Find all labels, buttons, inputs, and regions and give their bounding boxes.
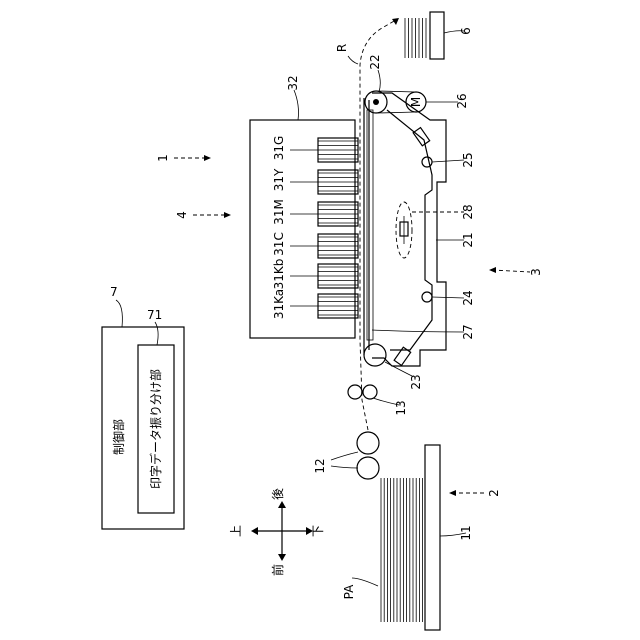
print-head-31Kb: 31Kb	[272, 259, 358, 290]
label-31Y: 31Y	[272, 168, 286, 191]
label-31G: 31G	[272, 136, 286, 161]
label-31Ka: 31Ka	[272, 289, 286, 319]
print-head-31C: 31C	[272, 232, 358, 258]
label-7: 7	[110, 285, 118, 299]
paper-sheets	[381, 478, 423, 622]
label-71: 71	[147, 308, 162, 322]
print-head-31M: 31M	[272, 199, 358, 226]
conveyor-frame	[372, 93, 446, 366]
sheet-supply-label: 2	[449, 489, 501, 497]
label-22: 22	[368, 54, 382, 69]
print-heads: 31G 31Y 31M 31C 31Kb31Ka	[272, 136, 358, 319]
paper-path	[360, 20, 396, 430]
print-head-31Ka: 31Ka	[272, 289, 358, 319]
dir-up: 上	[229, 525, 243, 537]
label-12: 12	[313, 458, 327, 473]
conveyor-unit: 22 M 26 23 25 24 21 27 28	[364, 54, 543, 389]
label-1: 1	[156, 154, 170, 162]
label-31M: 31M	[272, 199, 286, 225]
controller-box: 制御部 印字データ振り分け部 7 71	[102, 285, 184, 529]
label-2: 2	[487, 489, 501, 497]
label-32: 32	[286, 75, 300, 90]
dir-back: 後	[271, 488, 285, 500]
direction-indicator: 上 下 後 前	[229, 488, 325, 576]
label-3: 3	[529, 268, 543, 276]
paper-stack: PA 11	[342, 445, 473, 630]
dir-front: 前	[270, 564, 285, 576]
label-PA: PA	[342, 584, 356, 599]
print-unit: 32 31G 31Y 31M 31C 31Kb31Ka 4 1	[156, 75, 358, 338]
label-31Kb: 31Kb	[272, 259, 286, 290]
label-31C: 31C	[272, 232, 286, 256]
output-sheets	[405, 18, 426, 58]
motor-symbol: M	[409, 97, 423, 107]
output-tray: 6	[405, 12, 473, 59]
print-head-31Y: 31Y	[272, 168, 358, 194]
label-R: R	[335, 44, 349, 52]
label-13: 13	[394, 400, 408, 415]
print-head-31G: 31G	[272, 136, 358, 162]
label-4: 4	[175, 211, 189, 219]
label-23: 23	[409, 374, 423, 389]
print-data-distributor-text: 印字データ振り分け部	[148, 369, 163, 489]
label-26: 26	[455, 93, 469, 108]
registration-rollers: 13	[348, 385, 408, 416]
pickup-rollers: 12	[313, 432, 379, 479]
controller-title: 制御部	[111, 419, 126, 455]
dir-down: 下	[311, 525, 325, 537]
